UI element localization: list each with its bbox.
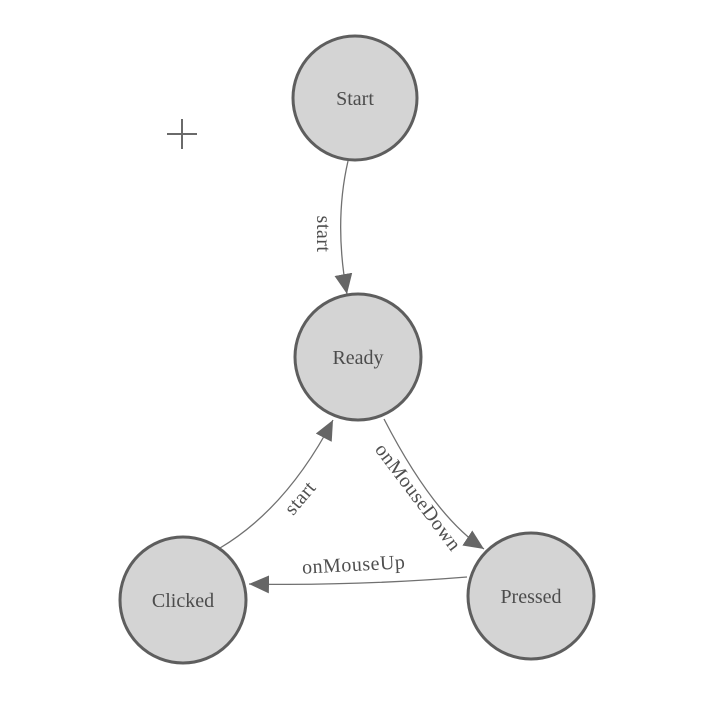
node-start[interactable]: Start — [291, 34, 419, 162]
node-clicked[interactable]: Clicked — [118, 535, 248, 665]
node-clicked-circle[interactable] — [118, 535, 248, 665]
edge-label-start-2[interactable]: start — [280, 477, 321, 519]
edge-clicked-to-ready[interactable] — [219, 419, 334, 549]
edge-layer — [219, 160, 485, 594]
node-layer: Start Ready Clicked Pressed — [118, 34, 596, 665]
node-pressed-circle[interactable] — [466, 531, 596, 661]
node-pressed[interactable]: Pressed — [466, 531, 596, 661]
node-start-label: Start — [336, 88, 374, 110]
edge-label-onmousedown[interactable]: onMouseDown — [370, 439, 465, 555]
edge-pressed-to-clicked[interactable] — [248, 575, 468, 594]
node-ready-label: Ready — [332, 347, 383, 369]
edge-label-start-1[interactable]: start — [312, 216, 334, 253]
edge-ready-to-pressed[interactable] — [383, 418, 485, 550]
crosshair-icon — [167, 119, 197, 149]
edge-start-to-ready[interactable] — [334, 160, 353, 295]
node-clicked-label: Clicked — [152, 590, 214, 612]
node-ready-circle[interactable] — [293, 292, 423, 422]
node-pressed-label: Pressed — [500, 586, 561, 608]
edge-label-onmouseup[interactable]: onMouseUp — [301, 551, 405, 578]
node-ready[interactable]: Ready — [293, 292, 423, 422]
node-start-circle[interactable] — [291, 34, 419, 162]
